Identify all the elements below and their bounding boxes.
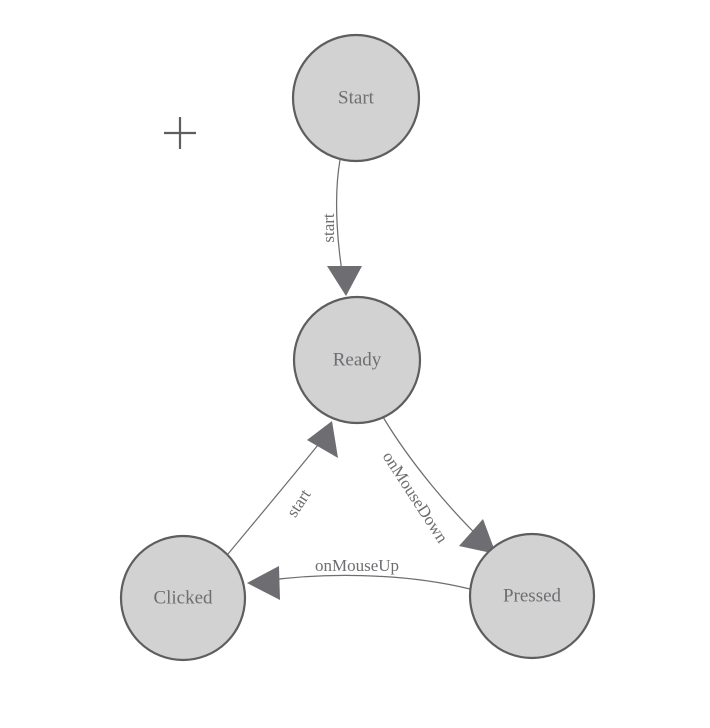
edge-clicked-to-ready[interactable]: start <box>227 421 338 555</box>
arrowhead-icon <box>247 566 280 600</box>
edge-label-pressed-to-clicked: onMouseUp <box>315 556 399 575</box>
node-pressed[interactable]: Pressed <box>468 532 596 660</box>
edge-line <box>263 574 471 590</box>
arrowhead-icon <box>307 421 338 458</box>
node-shape[interactable] <box>291 33 421 163</box>
edge-start-to-ready[interactable]: start <box>319 159 362 296</box>
arrowhead-icon <box>459 519 496 554</box>
node-start[interactable]: Start <box>291 33 421 163</box>
edge-line <box>335 159 345 285</box>
node-shape[interactable] <box>468 532 596 660</box>
node-ready[interactable]: Ready <box>292 295 422 425</box>
edge-ready-to-pressed[interactable]: onMouseDown <box>379 416 496 554</box>
arrowhead-icon <box>327 266 362 296</box>
edge-label-start-to-ready: start <box>319 213 338 243</box>
edge-label-clicked-to-ready: start <box>283 485 315 520</box>
edge-pressed-to-clicked[interactable]: onMouseUp <box>247 556 471 600</box>
crosshair-icon[interactable] <box>164 117 196 149</box>
node-shape[interactable] <box>119 534 247 662</box>
node-shape[interactable] <box>292 295 422 425</box>
node-clicked[interactable]: Clicked <box>119 534 247 662</box>
edge-line <box>227 439 323 555</box>
edge-line <box>382 416 488 546</box>
